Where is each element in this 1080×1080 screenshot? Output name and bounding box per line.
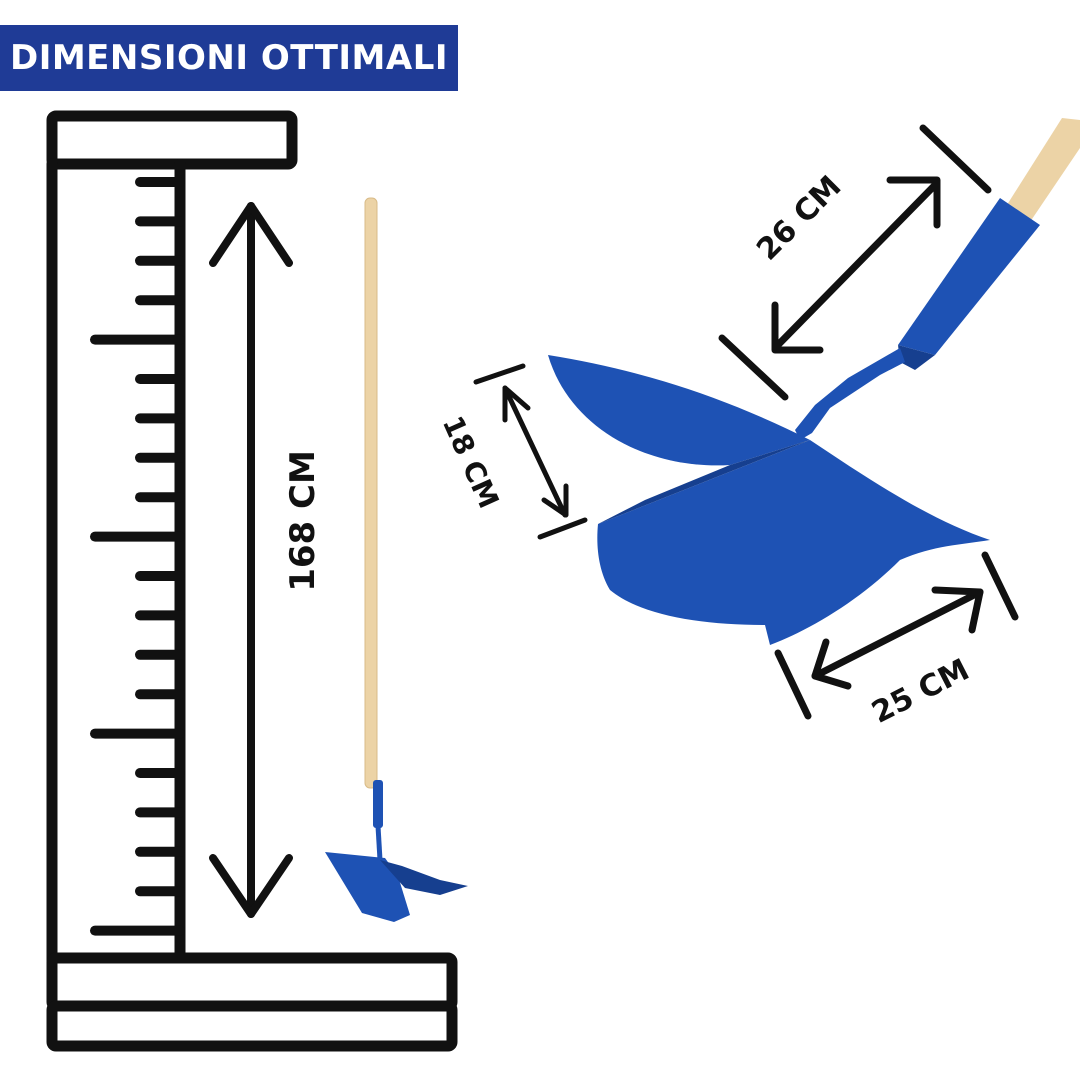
tool-preview — [325, 197, 468, 922]
ruler-ticks — [90, 177, 185, 936]
handle-arrow-icon — [718, 124, 992, 401]
width-arrow-icon — [774, 551, 1019, 720]
depth-arrow-icon — [473, 363, 588, 540]
blade-depth-label: 18 CM — [436, 411, 506, 513]
page-title: DIMENSIONI OTTIMALI — [9, 38, 449, 78]
blade-closeup — [548, 118, 1080, 645]
height-label: 168 CM — [283, 450, 323, 592]
blade-width-label: 25 CM — [866, 652, 975, 730]
handle-length-label: 26 CM — [750, 169, 848, 267]
title-banner: DIMENSIONI OTTIMALI — [0, 25, 458, 91]
height-arrow-icon — [209, 202, 293, 918]
